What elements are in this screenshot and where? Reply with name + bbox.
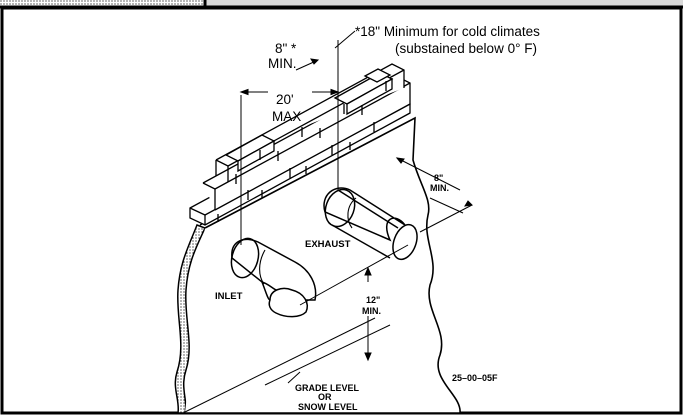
dim-grade-value: 12" <box>366 295 380 305</box>
dim-spacing-max: MAX <box>272 109 301 124</box>
header-strip <box>0 0 683 9</box>
dim-top-value: 8" * <box>275 41 297 56</box>
grade-or-label: OR <box>318 392 332 402</box>
figure-code: 25–00–05F <box>452 373 498 383</box>
dim-grade-min: MIN. <box>362 306 381 316</box>
inlet-label: INLET <box>215 291 243 302</box>
inlet-pipe <box>230 237 317 318</box>
dim-right-min: MIN. <box>430 183 449 193</box>
brick-wall <box>189 63 411 226</box>
dim-top-min: MIN. <box>268 56 297 71</box>
exhaust-label: EXHAUST <box>305 239 351 250</box>
snow-level-label: SNOW LEVEL <box>298 402 358 412</box>
dim-spacing-value: 20' <box>276 92 294 107</box>
dimension-lines <box>184 30 474 413</box>
grade-level-label: GRADE LEVEL <box>295 383 360 393</box>
dim-right-value: 8" <box>434 173 443 183</box>
exhaust-pipe <box>323 187 418 261</box>
cold-climate-note: *18" Minimum for cold climates <box>355 24 540 39</box>
cold-climate-note-sub: (substained below 0° F) <box>395 41 537 56</box>
wall-face <box>185 116 461 414</box>
